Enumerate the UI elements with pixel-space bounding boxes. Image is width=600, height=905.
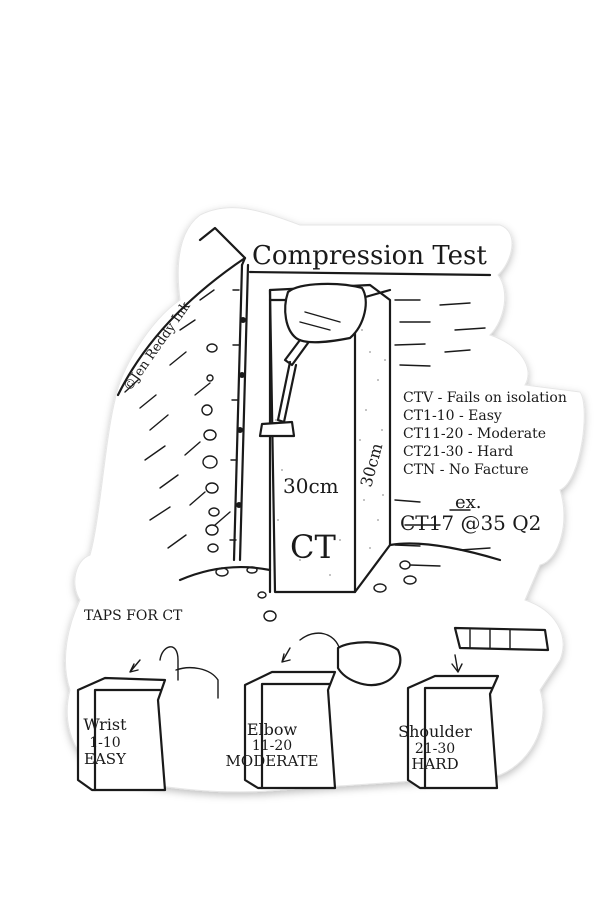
tap-joint: Elbow	[247, 720, 298, 739]
tap-range: 1-10	[89, 735, 120, 751]
page-title: Compression Test	[252, 241, 487, 271]
example-value: CT17 @35 Q2	[400, 511, 541, 535]
block-center-label: CT	[290, 528, 336, 566]
tap-joint: Shoulder	[398, 722, 472, 741]
legend-item: CT11-20 - Moderate	[403, 426, 546, 442]
legend-item: CT1-10 - Easy	[403, 408, 502, 424]
legend-item: CTN - No Facture	[403, 462, 529, 478]
tap-joint: Wrist	[83, 715, 127, 734]
example-label: ex.	[455, 492, 482, 513]
tap-level: EASY	[84, 750, 127, 768]
tap-level: MODERATE	[226, 752, 319, 770]
taps-heading: TAPS FOR CT	[84, 608, 183, 624]
tap-level: HARD	[411, 755, 458, 773]
tap-wrist-labels: Wrist 1-10 EASY	[83, 715, 127, 768]
block-width-label: 30cm	[283, 474, 339, 498]
legend-item: CT21-30 - Hard	[403, 444, 513, 460]
legend-item: CTV - Fails on isolation	[403, 390, 567, 406]
